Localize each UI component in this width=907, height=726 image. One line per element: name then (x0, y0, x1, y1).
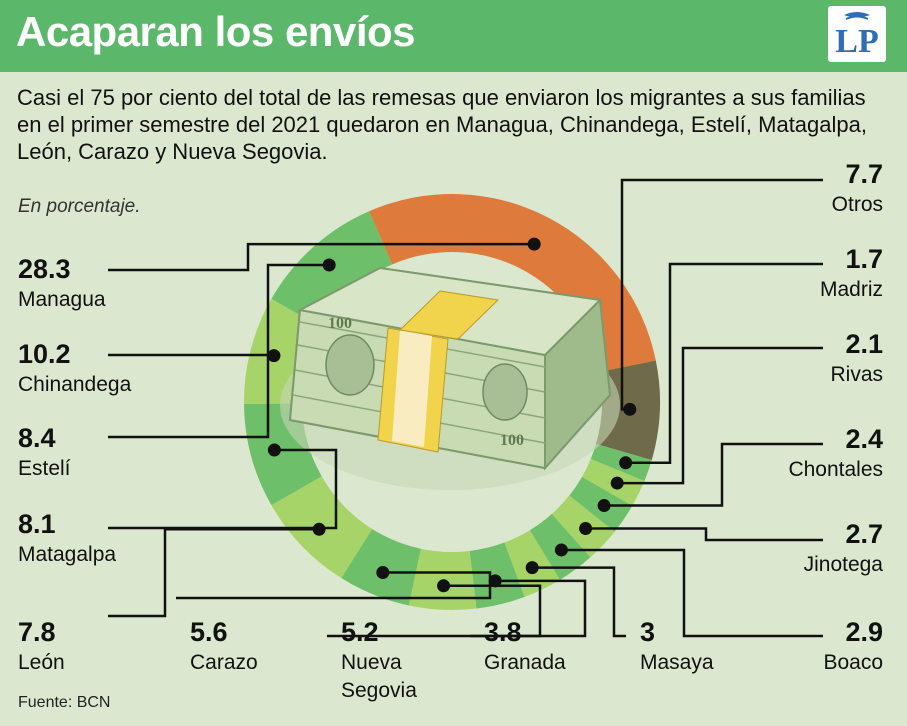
leader-dot-rivas (610, 476, 624, 490)
value-label-rivas: 2.1 (845, 329, 883, 359)
value-label-chontales: 2.4 (845, 424, 883, 454)
subtitle: Casi el 75 por ciento del total de las r… (17, 85, 867, 164)
value-label-otros: 7.7 (845, 159, 883, 189)
category-label-otros: Otros (832, 193, 883, 216)
leader-dot-madriz (619, 456, 633, 470)
leader-dot-nueva-segovia (437, 579, 451, 593)
category-label-nueva-segovia: Nueva (341, 651, 402, 674)
category-label-leon: León (18, 651, 65, 674)
leader-line-rivas (617, 346, 823, 485)
leader-line-carazo (176, 571, 492, 600)
slice-nueva-segovia (408, 548, 477, 610)
leader-dot-masaya (525, 561, 539, 575)
category-label-esteli: Estelí (18, 457, 71, 480)
leader-line-managua (108, 242, 535, 272)
value-label-nueva-segovia: 5.2 (341, 617, 379, 647)
category-label-jinotega: Jinotega (804, 553, 884, 576)
money-stack-image: 100 100 (280, 266, 620, 490)
value-label-managua: 28.3 (18, 254, 71, 284)
leader-line-masaya (532, 566, 626, 638)
leader-line-chontales (604, 442, 823, 507)
value-label-jinotega: 2.7 (845, 519, 883, 549)
logo-text: LP (835, 23, 879, 60)
leader-dot-esteli (267, 349, 281, 363)
leader-dot-managua (527, 237, 541, 251)
leader-line-leon (108, 528, 320, 618)
category-label-matagalpa: Matagalpa (18, 543, 116, 566)
leader-dot-matagalpa (267, 443, 281, 457)
leader-dot-chontales (597, 499, 611, 513)
value-label-granada: 3.8 (484, 617, 522, 647)
data-labels: 28.3Managua7.7Otros1.7Madriz2.1Rivas2.4C… (18, 159, 883, 702)
leader-line-matagalpa (108, 448, 338, 530)
leader-dot-otros (623, 402, 637, 416)
svg-text:100: 100 (500, 432, 524, 449)
value-label-esteli: 8.4 (18, 423, 56, 453)
value-label-boaco: 2.9 (845, 617, 883, 647)
value-label-chinandega: 10.2 (18, 339, 71, 369)
leader-dot-leon (312, 522, 326, 536)
leader-dot-boaco (554, 543, 568, 557)
svg-text:100: 100 (328, 315, 352, 332)
value-label-matagalpa: 8.1 (18, 509, 56, 539)
leader-line-madriz (625, 262, 823, 465)
unit-note: En porcentaje. (18, 196, 141, 217)
page-title: Acaparan los envíos (16, 8, 416, 55)
leader-line-chinandega (108, 263, 330, 357)
value-label-carazo: 5.6 (190, 617, 228, 647)
category-label-granada: Granada (484, 651, 566, 674)
leader-dot-jinotega (579, 522, 593, 536)
leader-dot-granada (488, 574, 502, 588)
category-label-rivas: Rivas (830, 363, 883, 386)
category-label-masaya: Masaya (640, 651, 714, 674)
flag-icon (844, 12, 870, 20)
category-label-boaco: Boaco (823, 651, 883, 674)
category-label-carazo: Carazo (190, 651, 258, 674)
la-prensa-logo: LP (828, 6, 886, 62)
leader-lines (108, 178, 823, 638)
value-label-masaya: 3 (640, 617, 655, 647)
value-label-leon: 7.8 (18, 617, 56, 647)
value-label-madriz: 1.7 (845, 244, 883, 274)
leader-dots (267, 237, 637, 593)
category-label-chontales: Chontales (788, 458, 883, 481)
source-note: Fuente: BCN (18, 694, 111, 711)
leader-dot-carazo (376, 565, 390, 579)
category-label-managua: Managua (18, 288, 106, 311)
category-label-nueva-segovia: Segovia (341, 679, 417, 702)
header-bar: Acaparan los envíos LP (0, 0, 907, 72)
leader-line-boaco (561, 548, 823, 638)
leader-dot-chinandega (322, 258, 336, 272)
category-label-chinandega: Chinandega (18, 373, 132, 396)
category-label-madriz: Madriz (820, 278, 883, 301)
leader-line-jinotega (585, 527, 823, 542)
